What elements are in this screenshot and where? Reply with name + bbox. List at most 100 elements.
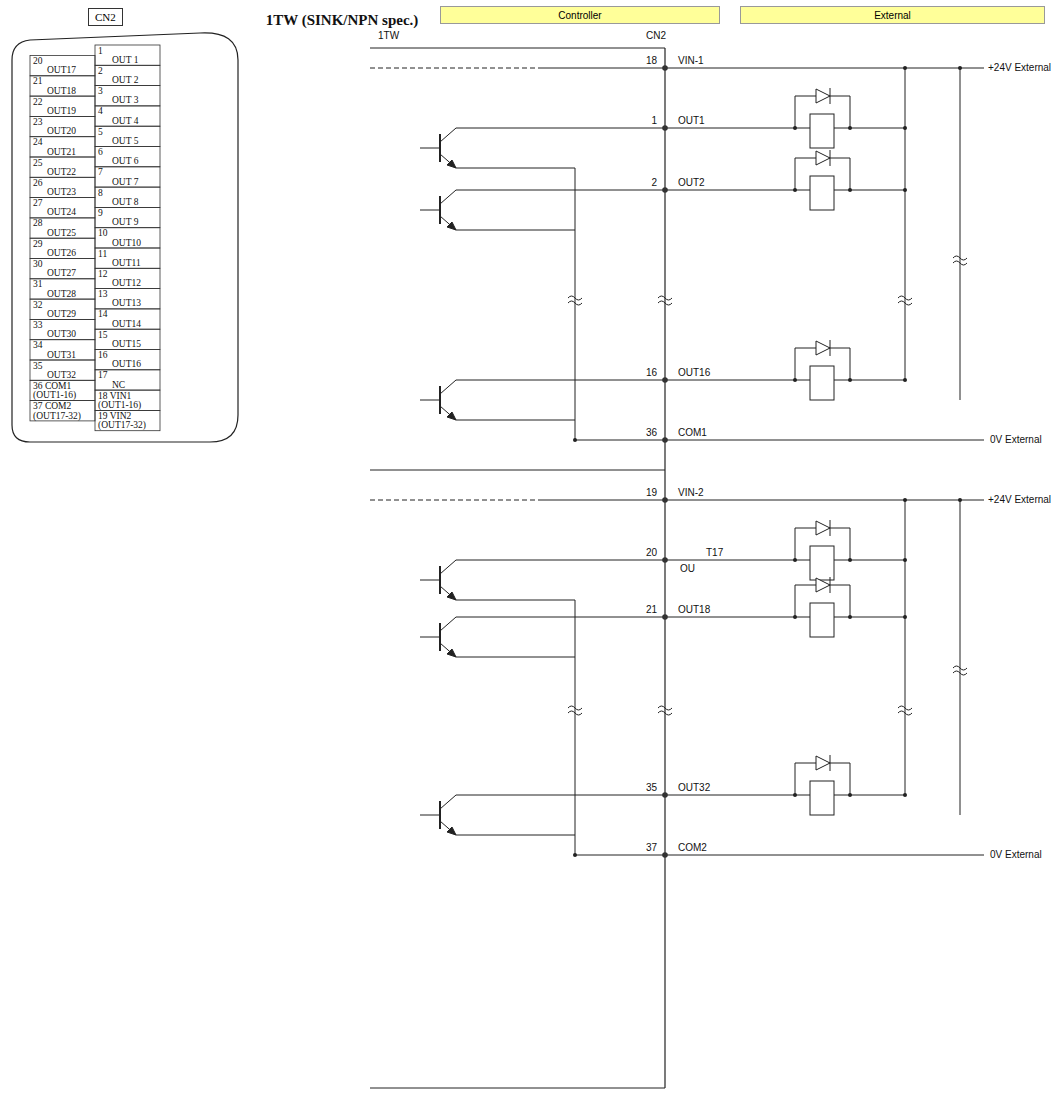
supply-bus bbox=[960, 500, 961, 815]
relay-wire bbox=[850, 528, 851, 560]
break-mark bbox=[898, 706, 912, 715]
supply-label: 0V External bbox=[990, 849, 1042, 860]
pin-number: 6 bbox=[98, 147, 103, 157]
relay-wire bbox=[795, 617, 810, 618]
diode-symbol bbox=[816, 755, 830, 771]
pin-number: 15 bbox=[98, 330, 108, 340]
pin-cell bbox=[95, 228, 160, 248]
pin-cell bbox=[95, 248, 160, 268]
signal-name: OUT23 bbox=[47, 187, 76, 197]
relay-coil bbox=[810, 546, 834, 580]
pin-cell bbox=[30, 218, 95, 238]
relay-wire bbox=[795, 348, 796, 380]
pin-number: 11 bbox=[98, 249, 107, 259]
junction-dot bbox=[903, 66, 907, 70]
signal-name: OUT18 bbox=[47, 86, 76, 96]
connector-label-box: CN2 bbox=[88, 8, 123, 26]
base-lead bbox=[420, 815, 440, 816]
junction-dot bbox=[793, 378, 797, 382]
pin-cell bbox=[30, 238, 95, 258]
pin-cell bbox=[30, 360, 95, 380]
signal-name: OUT12 bbox=[112, 278, 141, 288]
pin-terminal bbox=[662, 852, 668, 858]
relay-wire bbox=[795, 190, 810, 191]
break-mark bbox=[568, 296, 582, 305]
relay-wire bbox=[850, 158, 851, 190]
junction-dot bbox=[793, 558, 797, 562]
relay-wire bbox=[795, 560, 810, 561]
relay-wire bbox=[795, 585, 796, 617]
pin-number: 10 bbox=[98, 228, 108, 238]
unit-name: 1TW bbox=[378, 30, 399, 41]
pin-number: 7 bbox=[98, 167, 103, 177]
collector-wire bbox=[440, 128, 665, 142]
relay-wire bbox=[795, 128, 810, 129]
base-lead bbox=[420, 580, 440, 581]
pin-cell bbox=[95, 45, 160, 65]
junction-dot bbox=[848, 378, 852, 382]
emitter-arrow bbox=[447, 222, 456, 230]
diode-symbol bbox=[816, 150, 830, 166]
pin-cell bbox=[30, 96, 95, 116]
output-wire bbox=[665, 190, 795, 191]
pin-number: 30 bbox=[33, 259, 43, 269]
junction-dot bbox=[573, 853, 577, 857]
emitter-wire bbox=[440, 821, 575, 835]
collector-wire bbox=[440, 380, 665, 394]
signal-name: OUT27 bbox=[47, 268, 76, 278]
internal-supply bbox=[370, 500, 540, 501]
diode-symbol bbox=[816, 577, 830, 593]
relay-coil bbox=[810, 603, 834, 637]
junction-dot bbox=[958, 498, 962, 502]
break-mark bbox=[953, 256, 967, 265]
signal-name: OUT20 bbox=[47, 126, 76, 136]
relay-coil bbox=[810, 366, 834, 400]
pin-number: 35 bbox=[33, 361, 43, 371]
collector-wire bbox=[440, 560, 665, 574]
pin-number: 8 bbox=[98, 188, 103, 198]
pin-number: 5 bbox=[98, 127, 103, 137]
emitter-wire bbox=[440, 586, 575, 600]
supply-wire bbox=[540, 68, 984, 69]
relay-wire bbox=[850, 96, 851, 128]
relay-coil bbox=[810, 114, 834, 148]
pin-number: 22 bbox=[33, 97, 43, 107]
relay-wire bbox=[834, 380, 850, 381]
transistor-base bbox=[439, 566, 441, 594]
relay-wire bbox=[850, 617, 905, 618]
signal-name: OUT22 bbox=[47, 167, 76, 177]
pin-number: 32 bbox=[33, 300, 43, 310]
pin-number: 24 bbox=[33, 137, 43, 147]
emitter-bus bbox=[575, 600, 576, 855]
connector-line bbox=[664, 48, 665, 1088]
signal-name: OUT16 bbox=[112, 359, 141, 369]
signal-name: OUT17 bbox=[47, 65, 76, 75]
relay-wire bbox=[850, 380, 905, 381]
relay-wire bbox=[850, 190, 905, 191]
output-wire bbox=[665, 795, 795, 796]
pin-group: (OUT1-16) bbox=[98, 400, 141, 410]
output-wire bbox=[665, 380, 795, 381]
junction-dot bbox=[848, 793, 852, 797]
pin-number: 16 bbox=[646, 367, 657, 378]
junction-dot bbox=[848, 188, 852, 192]
relay-wire bbox=[795, 158, 796, 190]
signal-name: OUT14 bbox=[112, 319, 141, 329]
pin-number: 19 bbox=[646, 487, 657, 498]
signal-name: VIN-1 bbox=[678, 55, 704, 66]
base-lead bbox=[420, 637, 440, 638]
signal-name: OUT15 bbox=[112, 339, 141, 349]
signal-name: OUT13 bbox=[112, 298, 141, 308]
relay-wire bbox=[795, 96, 796, 128]
relay-wire bbox=[850, 348, 851, 380]
diode-symbol bbox=[816, 340, 830, 356]
connector-name: CN2 bbox=[646, 30, 666, 41]
break-mark bbox=[953, 666, 967, 675]
junction-dot bbox=[848, 615, 852, 619]
junction-dot bbox=[793, 615, 797, 619]
signal-name: COM2 bbox=[678, 842, 707, 853]
junction-dot bbox=[958, 66, 962, 70]
relay-wire bbox=[834, 190, 850, 191]
relay-wire bbox=[795, 763, 796, 795]
